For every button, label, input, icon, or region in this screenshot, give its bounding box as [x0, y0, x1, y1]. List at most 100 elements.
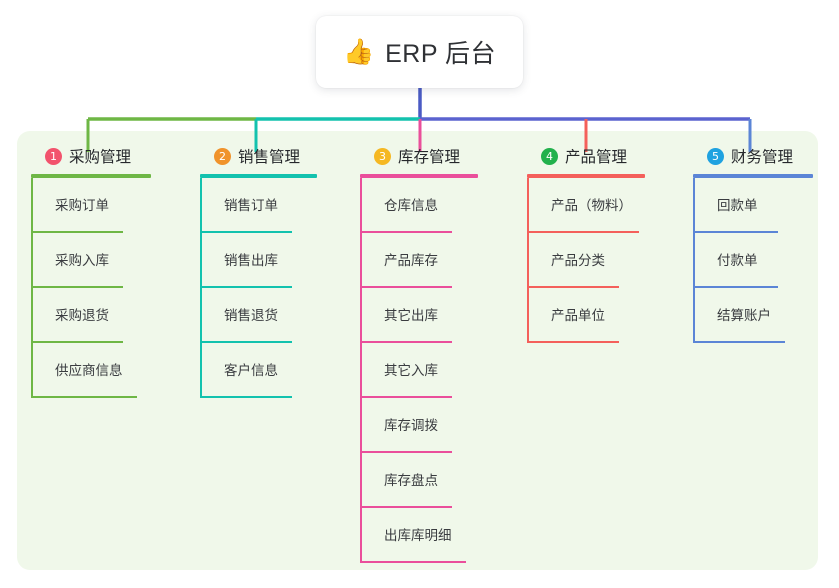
branch-item-underline: [31, 231, 123, 233]
branch-index-badge: 4: [541, 147, 558, 165]
branch-header-underline: [200, 174, 317, 178]
branch-spine: [360, 178, 362, 563]
branch-title: 采购管理: [69, 149, 132, 166]
branch-item-underline: [200, 286, 292, 288]
branch-item[interactable]: 销售出库: [200, 233, 317, 288]
branch-header-underline: [693, 174, 813, 178]
branch-column-finance: 5 财务管理回款单付款单结算账户: [693, 144, 813, 343]
branch-item-label: 产品库存: [384, 253, 438, 268]
branch-item[interactable]: 库存盘点: [360, 453, 478, 508]
branch-item-list: 回款单付款单结算账户: [693, 178, 813, 343]
branch-item[interactable]: 客户信息: [200, 343, 317, 398]
branch-item-list: 采购订单采购入库采购退货供应商信息: [31, 178, 151, 398]
branch-column-sales: 2 销售管理销售订单销售出库销售退货客户信息: [200, 144, 317, 398]
branch-item[interactable]: 产品分类: [527, 233, 645, 288]
branch-item-underline: [200, 231, 292, 233]
branch-item-label: 结算账户: [717, 308, 771, 323]
branch-item[interactable]: 采购订单: [31, 178, 151, 233]
branch-item[interactable]: 供应商信息: [31, 343, 151, 398]
branch-item-underline: [200, 341, 292, 343]
branch-spine: [31, 178, 33, 398]
branch-title: 销售管理: [238, 149, 301, 166]
branch-item[interactable]: 产品单位: [527, 288, 645, 343]
branch-item-label: 仓库信息: [384, 198, 438, 213]
branch-item-underline: [360, 451, 452, 453]
branch-header-sales[interactable]: 2 销售管理: [200, 144, 317, 168]
branch-item-label: 销售出库: [224, 253, 278, 268]
root-node-title: ERP 后台: [385, 40, 497, 68]
branch-item-underline: [527, 286, 619, 288]
branch-item[interactable]: 付款单: [693, 233, 813, 288]
branch-header-underline: [527, 174, 645, 178]
branch-header-underline: [31, 174, 151, 178]
branch-spine: [527, 178, 529, 343]
branch-header-finance[interactable]: 5 财务管理: [693, 144, 813, 168]
branch-item[interactable]: 产品库存: [360, 233, 478, 288]
branch-item-underline: [527, 341, 619, 343]
branch-item-label: 库存调拨: [384, 418, 438, 433]
branch-item-label: 客户信息: [224, 363, 278, 378]
branch-item[interactable]: 采购入库: [31, 233, 151, 288]
branch-item-label: 库存盘点: [384, 473, 438, 488]
root-node-card[interactable]: 👍 ERP 后台: [316, 16, 523, 88]
branch-header-product[interactable]: 4 产品管理: [527, 144, 645, 168]
branch-column-product: 4 产品管理产品（物料） 产品分类产品单位: [527, 144, 645, 343]
branch-item[interactable]: 库存调拨: [360, 398, 478, 453]
root-node-content: 👍 ERP 后台: [343, 34, 496, 70]
branch-item-label: 产品（物料）: [551, 198, 632, 213]
branch-item-list: 销售订单销售出库销售退货客户信息: [200, 178, 317, 398]
branch-item-underline: [360, 341, 452, 343]
branch-item[interactable]: 结算账户: [693, 288, 813, 343]
branch-item[interactable]: 销售订单: [200, 178, 317, 233]
branch-item-label: 采购订单: [55, 198, 109, 213]
branch-index-badge: 2: [214, 147, 231, 165]
branch-item[interactable]: 产品（物料）: [527, 178, 645, 233]
thumbs-up-icon: 👍: [342, 37, 375, 66]
branch-index-badge: 5: [707, 147, 724, 165]
branch-item-label: 供应商信息: [55, 363, 123, 378]
branch-title: 库存管理: [398, 149, 461, 166]
branch-item[interactable]: 其它出库: [360, 288, 478, 343]
branch-header-purchase[interactable]: 1 采购管理: [31, 144, 151, 168]
branch-item-underline: [693, 231, 778, 233]
branch-header-underline: [360, 174, 478, 178]
branch-item-list: 产品（物料） 产品分类产品单位: [527, 178, 645, 343]
branch-index-badge: 1: [45, 147, 62, 165]
branch-item-label: 出库库明细: [384, 528, 452, 543]
branch-column-purchase: 1 采购管理采购订单采购入库采购退货供应商信息: [31, 144, 151, 398]
branch-item-underline: [360, 561, 466, 563]
branch-item[interactable]: 仓库信息: [360, 178, 478, 233]
branch-item-underline: [31, 286, 123, 288]
branch-item-underline: [527, 231, 639, 233]
branch-title: 产品管理: [565, 149, 628, 166]
branch-item-underline: [360, 396, 452, 398]
branch-item-underline: [200, 396, 292, 398]
branch-header-inventory[interactable]: 3 库存管理: [360, 144, 478, 168]
branch-item-underline: [31, 341, 123, 343]
branch-item[interactable]: 回款单: [693, 178, 813, 233]
branch-item-underline: [360, 286, 452, 288]
branch-title: 财务管理: [731, 149, 794, 166]
branch-item-label: 其它出库: [384, 308, 438, 323]
branch-item[interactable]: 销售退货: [200, 288, 317, 343]
branch-item-label: 销售订单: [224, 198, 278, 213]
branch-index-badge: 3: [374, 147, 391, 165]
branch-item-underline: [360, 231, 452, 233]
branch-item-label: 采购退货: [55, 308, 109, 323]
branch-item-label: 产品分类: [551, 253, 605, 268]
diagram-panel: [17, 131, 818, 570]
branch-item-underline: [693, 286, 778, 288]
branch-item-label: 回款单: [717, 198, 758, 213]
branch-item[interactable]: 采购退货: [31, 288, 151, 343]
branch-item[interactable]: 出库库明细: [360, 508, 478, 563]
branch-spine: [200, 178, 202, 398]
branch-item-underline: [31, 396, 137, 398]
branch-item-label: 采购入库: [55, 253, 109, 268]
branch-item-label: 付款单: [717, 253, 758, 268]
branch-item-label: 销售退货: [224, 308, 278, 323]
branch-item[interactable]: 其它入库: [360, 343, 478, 398]
branch-item-underline: [693, 341, 785, 343]
branch-item-underline: [360, 506, 452, 508]
